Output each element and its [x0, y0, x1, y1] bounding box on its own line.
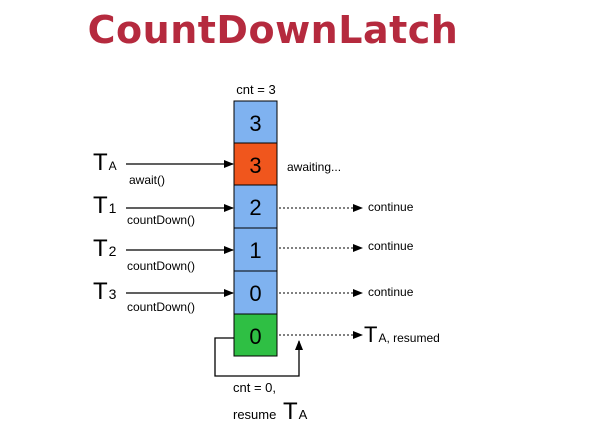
thread-row-ta: TA await() — [93, 149, 234, 187]
thread-t2-name: T — [93, 235, 108, 262]
thread-t2-label: T2 — [93, 235, 117, 262]
continue-1-label: continue — [368, 200, 414, 214]
latch-cell-4-value: 0 — [249, 281, 261, 306]
resumed-row: TA, resumed — [279, 322, 440, 347]
latch-cell-0-box — [233, 100, 278, 144]
latch-cell-0-value: 3 — [249, 111, 261, 136]
thread-t2-call: countDown() — [127, 259, 195, 273]
thread-row-t3: T3 countDown() — [93, 278, 234, 314]
footer-thread-name: T — [283, 398, 298, 425]
footer-thread-sub: A — [299, 407, 308, 422]
thread-ta-name: T — [93, 149, 108, 176]
latch-cell-2-value: 2 — [249, 195, 261, 220]
latch-cell-2-box — [233, 184, 278, 229]
thread-t3-call: countDown() — [127, 300, 195, 314]
thread-ta-label: TA — [93, 149, 117, 176]
resumed-name: T — [364, 322, 377, 347]
latch-cell-4: 0 — [233, 270, 278, 315]
thread-t2-sub: 2 — [109, 243, 117, 259]
latch-cell-1-value: 3 — [249, 153, 261, 178]
latch-stack: 3 3 2 1 0 0 — [233, 100, 278, 357]
latch-cell-3: 1 — [233, 227, 278, 272]
continue-row-3: continue — [279, 285, 414, 299]
continue-row-1: continue — [279, 200, 414, 214]
latch-cell-1-box — [233, 142, 278, 186]
latch-cell-3-value: 1 — [249, 238, 261, 263]
footer-line2: resume TA — [233, 398, 308, 425]
thread-t1-call: countDown() — [127, 213, 195, 227]
awaiting-label: awaiting... — [287, 160, 341, 174]
latch-cell-5-value: 0 — [249, 324, 261, 349]
thread-t3-name: T — [93, 278, 108, 305]
footer-resume-text: resume — [233, 407, 276, 422]
resume-loop-arrow — [214, 337, 303, 377]
continue-2-label: continue — [368, 239, 414, 253]
thread-t1-label: T1 — [93, 192, 117, 219]
footer-line1: cnt = 0, — [233, 380, 276, 395]
thread-t3-sub: 3 — [109, 286, 117, 302]
thread-t3-label: T3 — [93, 278, 117, 305]
latch-cell-5-box — [233, 313, 278, 357]
resumed-label: TA, resumed — [364, 322, 440, 347]
latch-cell-0: 3 — [233, 100, 278, 144]
continue-3-label: continue — [368, 285, 414, 299]
thread-ta-call: await() — [129, 173, 165, 187]
thread-ta-sub: A — [109, 159, 117, 173]
thread-t1-sub: 1 — [109, 200, 117, 216]
latch-cell-1: 3 — [233, 142, 278, 186]
counter-label: cnt = 3 — [236, 82, 275, 97]
latch-cell-5: 0 — [233, 313, 278, 357]
resumed-sub: A, resumed — [378, 331, 439, 345]
latch-cell-2: 2 — [233, 184, 278, 229]
diagram-title: CountDownLatch — [87, 8, 459, 52]
thread-t1-name: T — [93, 192, 108, 219]
thread-row-t1: T1 countDown() — [93, 192, 234, 227]
continue-row-2: continue — [279, 239, 414, 253]
thread-row-t2: T2 countDown() — [93, 235, 234, 273]
